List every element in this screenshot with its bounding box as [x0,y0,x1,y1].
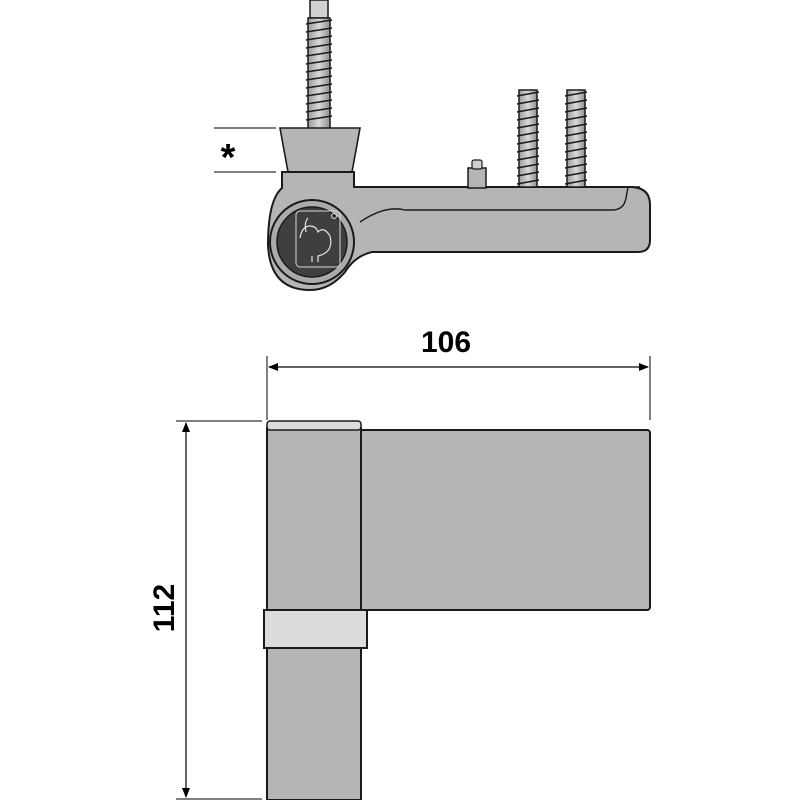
hinge-leaf [359,429,651,611]
hinge-top-view: * [214,0,651,292]
logo-disc [276,206,348,278]
adjustment-screw [305,0,333,131]
fixing-screw-right [564,89,588,188]
rooster-icon [295,210,341,268]
width-dimension: 106 [266,326,651,420]
barrel-top-cap [266,420,362,431]
hinge-arm [266,171,651,292]
height-dimension: 112 [148,420,262,800]
barrel-ring [263,609,368,649]
positioning-pin [467,159,487,189]
adjustment-asterisk: * [221,137,236,179]
hinge-collar [279,127,361,173]
height-label: 112 [148,584,181,632]
fixing-screw-left [516,89,540,188]
width-label: 106 [421,326,471,359]
hinge-front-view [263,420,651,800]
adjustment-dimension: * [214,127,276,179]
